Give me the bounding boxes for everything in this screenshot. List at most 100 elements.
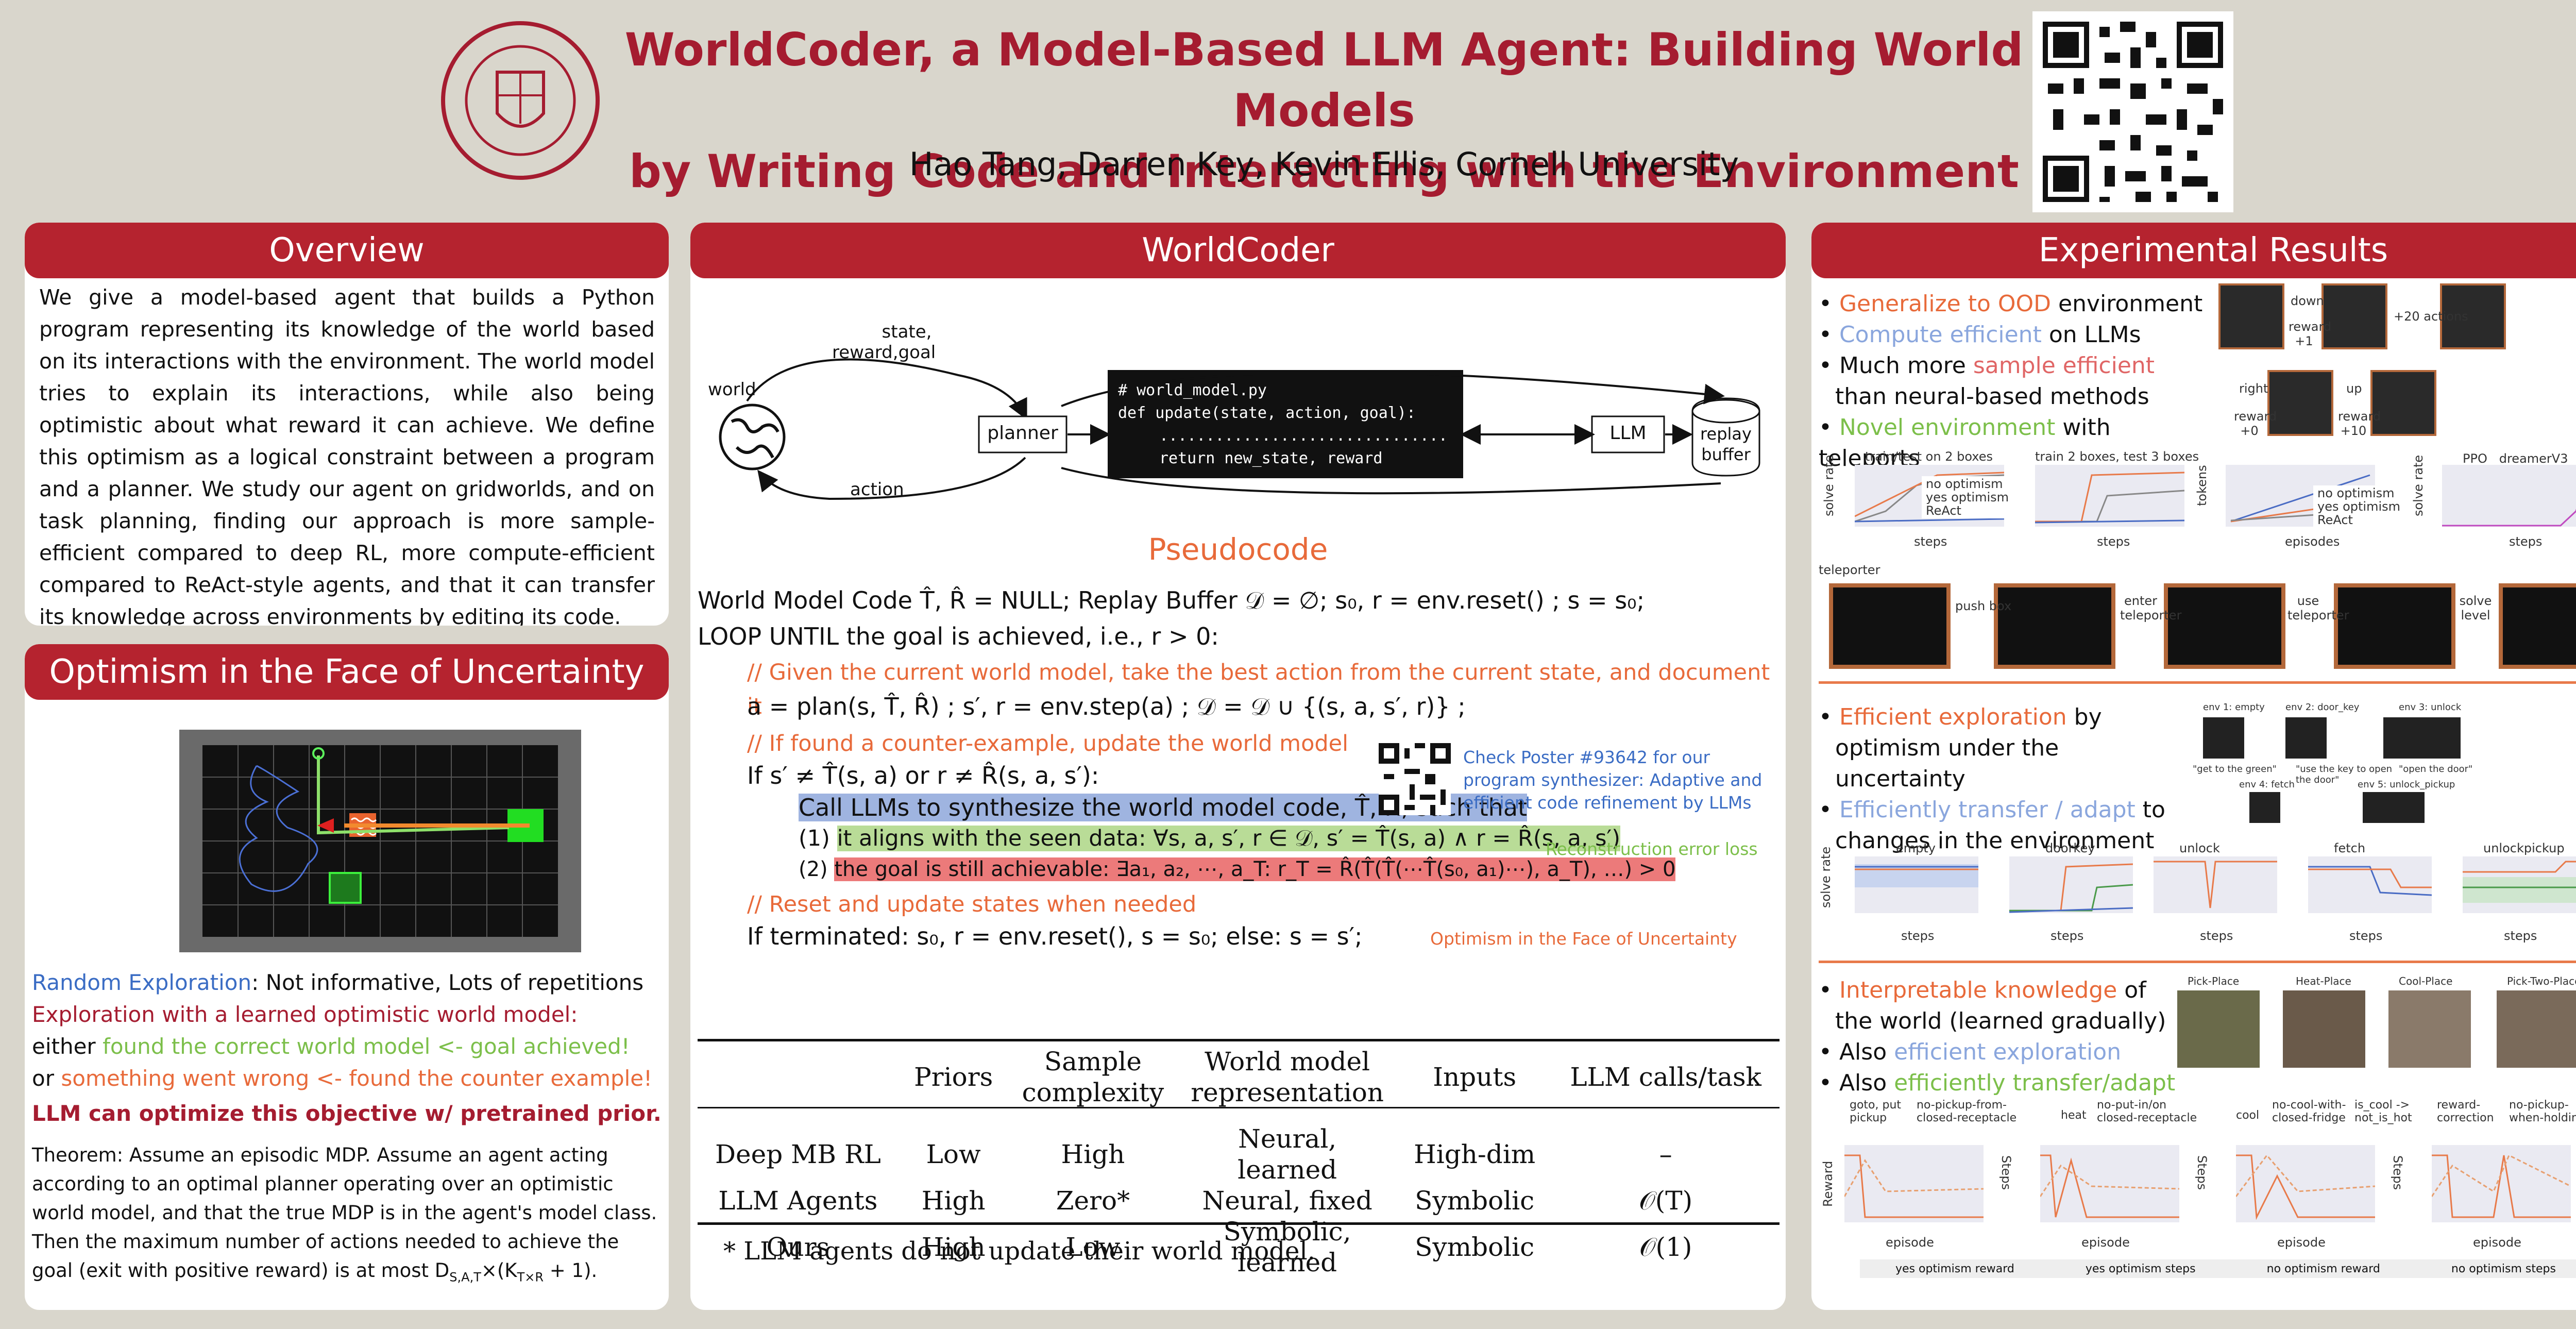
table-header-row: Priors Sample complexity World model rep…	[698, 1046, 1780, 1108]
replay-label-1: replay	[1700, 424, 1752, 444]
env-fetch-plot	[2308, 856, 2432, 913]
results-bullets-3: • Interpretable knowledge of the world (…	[1819, 975, 2190, 1099]
pseudocode-line-9: (2) the goal is still achievable: ∃a₁, a…	[799, 852, 1676, 886]
table-cell: Symbolic	[1415, 1186, 1535, 1216]
legend1-item: ReAct	[1926, 503, 1961, 518]
theorem-text: Theorem: Assume an episodic MDP. Assume …	[32, 1141, 660, 1291]
axis-tokens: tokens	[2195, 465, 2209, 506]
teleport-frame	[2499, 583, 2576, 669]
table-cell: Neural, fixed	[1202, 1186, 1372, 1216]
minigrid-env-cards: env 1: empty env 2: door_key env 3: unlo…	[2193, 702, 2576, 826]
overview-panel: Overview We give a model-based agent tha…	[25, 223, 669, 626]
axis-steps: steps	[1901, 929, 1935, 943]
diagram-planner-box: planner	[987, 423, 1058, 444]
bullet-compute-highlight: Compute efficient	[1839, 322, 2042, 348]
bullet-sample-cont: than neural-based methods	[1835, 383, 2149, 410]
table-bottom-rule	[698, 1222, 1780, 1225]
title-line-2: by Writing Code and Interacting with the…	[629, 145, 2019, 198]
legend1b-item: ReAct	[2317, 513, 2353, 527]
axis-episode: episode	[2081, 1235, 2130, 1250]
env-unlockpickup-plot	[2463, 856, 2576, 913]
alf-heat-plot	[2040, 1145, 2179, 1222]
table-cell: 𝒪(T)	[1639, 1186, 1693, 1216]
gridworld-illustration	[179, 730, 581, 952]
pseudocode-line-1: World Model Code T̂, R̂ = NULL; Replay B…	[698, 586, 1645, 614]
comparison-table: Priors Sample complexity World model rep…	[698, 1046, 1780, 1278]
sokoban-label-reward0: reward +0	[2234, 409, 2277, 438]
diagram-code-block: # world_model.py def update(state, actio…	[1118, 379, 1448, 470]
cornell-seal-logo	[440, 21, 600, 180]
legend1-item: yes optimism	[1926, 490, 2009, 504]
alf-legend: yes optimism reward yes optimism steps n…	[1860, 1259, 2576, 1278]
env-empty-plot	[1855, 856, 1978, 913]
pseudocode-title: Pseudocode	[1148, 532, 1328, 567]
pseudocode-line-5: // If found a counter-example, update th…	[747, 731, 1349, 756]
or-text: something went wrong <- found the counte…	[61, 1066, 652, 1091]
alfworld-charts: goto, put pickup no-pickup-from-closed-r…	[1819, 1099, 2576, 1284]
env-frame	[2363, 792, 2425, 823]
bullet-interpretable-cont: the world (learned gradually)	[1835, 1008, 2166, 1034]
table-cell: Symbolic	[1415, 1232, 1535, 1262]
results-title: Experimental Results	[1811, 223, 2576, 278]
env-chart-title: unlock	[2179, 841, 2220, 855]
table-cell: 𝒪(1)	[1639, 1232, 1692, 1262]
bullet-also-exploration: • Also efficient exploration	[1819, 1039, 2122, 1065]
alf-cool-plot	[2236, 1145, 2375, 1222]
chart2-title: train 2 boxes, test 3 boxes	[2035, 449, 2199, 464]
bullet-exploration-text: by	[2066, 704, 2102, 730]
pseudocode-line-10: // Reset and update states when needed	[747, 891, 1197, 917]
axis-solve-rate: solve rate	[1819, 846, 1833, 908]
pseudocode-line-3: // Given the current world model, take t…	[747, 660, 1770, 719]
either-text: found the correct world model <- goal ac…	[103, 1034, 630, 1059]
alf-legend-item: yes optimism steps	[2085, 1262, 2196, 1275]
axis-steps: steps	[2097, 534, 2130, 549]
alf-legend-item: no optimism reward	[2266, 1262, 2380, 1275]
table-cell: Low	[926, 1139, 981, 1169]
legend2-ppo: PPO	[2463, 451, 2487, 466]
axis-steps: steps	[1914, 534, 1947, 549]
bullet-also-prefix: Also	[1839, 1039, 1894, 1065]
th-priors: Priors	[914, 1062, 993, 1092]
condition-1-highlight: it aligns with the seen data: ∀s, a, s′,…	[837, 826, 1621, 851]
sokoban-frame	[2321, 283, 2387, 349]
env-frame	[2249, 792, 2280, 823]
qr-code-icon[interactable]	[2032, 11, 2233, 212]
table-cell: Zero*	[1056, 1186, 1130, 1216]
results-divider-2	[1819, 961, 2576, 963]
bullet-interpretable: • Interpretable knowledge of	[1819, 977, 2146, 1003]
chart2-plot	[2035, 465, 2184, 527]
alf-label: no-cool-with-closed-fridge	[2272, 1099, 2346, 1124]
axis-solve-rate: solve rate	[2411, 455, 2426, 516]
table-cell: Ours	[766, 1232, 830, 1262]
bullet-sample-prefix: Much more	[1839, 352, 1973, 379]
alf-title: Cool-Place	[2399, 975, 2453, 987]
axis-steps: steps	[2504, 929, 2537, 943]
table-footnote: * LLM agents do not update their world m…	[723, 1237, 1316, 1266]
either-prefix: either	[32, 1034, 103, 1059]
poster-qr-code-icon[interactable]	[1379, 743, 1451, 815]
bullet-sample: • Much more sample efficient	[1819, 352, 2155, 379]
diagram-reward-goal-label: reward,goal	[832, 342, 936, 363]
alf-title: Pick-Place	[2188, 975, 2240, 987]
axis-steps-right: Steps	[2195, 1155, 2209, 1190]
sokoban-label-reward10: reward +10	[2338, 409, 2381, 438]
overview-body: We give a model-based agent that builds …	[39, 285, 655, 626]
alf-pick-plot	[1844, 1145, 1984, 1222]
globe-icon	[719, 403, 786, 470]
random-exploration-label: Random Exploration	[32, 970, 252, 995]
alf-label: no-pickup-when-holding	[2509, 1099, 2576, 1124]
bullet-interpretable-text: of	[2117, 977, 2146, 1003]
sokoban-frame	[2267, 370, 2333, 436]
bullet-novel-highlight: Novel environment	[1839, 414, 2056, 441]
teleport-sequence: teleporter push box enter teleporter use…	[1819, 563, 2576, 669]
sokoban-label-down: down	[2291, 294, 2324, 308]
alf-label: no-pickup-from-closed-receptacle	[1917, 1099, 2017, 1124]
sokoban-frame	[2218, 283, 2284, 349]
alf-label: cool	[2236, 1109, 2260, 1122]
or-prefix: or	[32, 1066, 61, 1091]
axis-steps: steps	[2509, 534, 2543, 549]
